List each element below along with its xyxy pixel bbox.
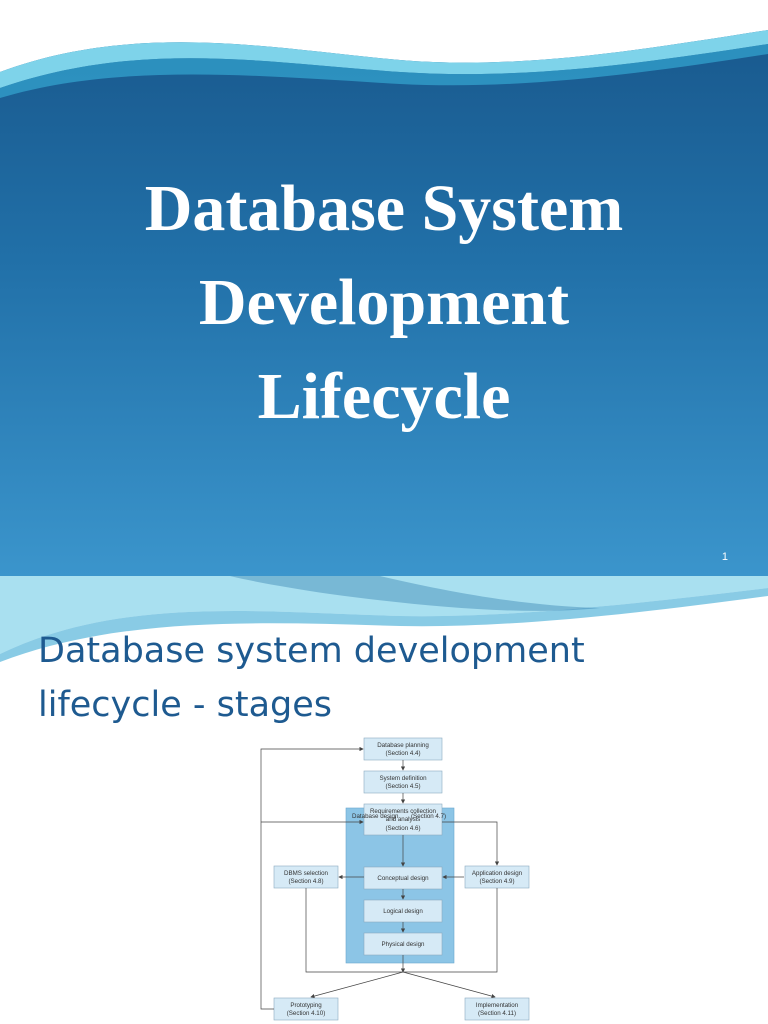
svg-text:(Section 4.9): (Section 4.9) [479,878,514,885]
diagram-label: (Section 4.9) [479,878,514,885]
content-slide: Database system development lifecycle - … [0,576,768,1024]
diagram-label: (Section 4.5) [385,783,420,790]
svg-text:Logical design: Logical design [383,908,423,915]
diagram-label: (Section 4.6) [385,825,420,832]
svg-text:(Section 4.7): (Section 4.7) [411,813,446,820]
diagram-label: (Section 4.4) [385,750,420,757]
title-line: Database system development [38,631,585,671]
page-number: 1 [721,551,728,563]
diagram-label: (Section 4.7) [411,813,446,820]
slide-title: Database System Development Lifecycle [0,162,768,444]
svg-text:Application design: Application design [472,870,523,877]
svg-text:(Section 4.5): (Section 4.5) [385,783,420,790]
lifecycle-diagram: Database planning (Section 4.4) System d… [260,737,530,1021]
wave-decoration [0,576,768,676]
diagram-label: Conceptual design [377,875,429,882]
title-line: Development [198,266,570,339]
requirements-box [363,803,443,836]
title-slide: Database System Development Lifecycle 1 [0,0,768,576]
diagram-label: (Section 4.10) [287,1010,326,1017]
svg-text:(Section 4.4): (Section 4.4) [385,750,420,757]
diagram-label: Logical design [383,908,423,915]
svg-text:(Section 4.6): (Section 4.6) [385,825,420,832]
svg-text:Database planning: Database planning [377,742,429,749]
title-line: lifecycle - stages [38,685,333,725]
svg-text:Requirements collection: Requirements collection [370,808,437,815]
svg-text:(Section 4.8): (Section 4.8) [288,878,323,885]
wave-decoration [0,0,768,98]
svg-text:(Section 4.10): (Section 4.10) [287,1010,326,1017]
implementation-box [464,997,530,1021]
svg-text:and analysis: and analysis [386,816,420,823]
diagram-label: System definition [379,775,427,782]
svg-text:Physical design: Physical design [382,941,426,948]
slide-title: Database system development lifecycle - … [38,624,585,732]
svg-text:DBMS selection: DBMS selection [284,870,329,877]
diagram-label: Database planning [377,742,429,749]
svg-text:Conceptual design: Conceptual design [377,875,429,882]
diagram-label: DBMS selection [284,870,329,877]
diagram-label: (Section 4.11) [478,1010,516,1017]
svg-text:System definition: System definition [379,775,427,782]
diagram-label: Physical design [382,941,426,948]
diagram-label: Application design [472,870,523,877]
diagram-label: Requirements collection [370,808,437,815]
svg-text:Prototyping: Prototyping [290,1002,322,1009]
title-line: Lifecycle [257,360,511,433]
svg-text:(Section 4.11): (Section 4.11) [478,1010,516,1017]
diagram-label: and analysis [386,816,420,823]
diagram-label: Database design [352,813,399,820]
svg-text:Database design: Database design [352,813,399,820]
diagram-label: (Section 4.8) [288,878,323,885]
svg-text:Implementation: Implementation [476,1002,519,1009]
diagram-label: Prototyping [290,1002,322,1009]
title-line: Database System [144,172,624,245]
diagram-label: Implementation [476,1002,519,1009]
